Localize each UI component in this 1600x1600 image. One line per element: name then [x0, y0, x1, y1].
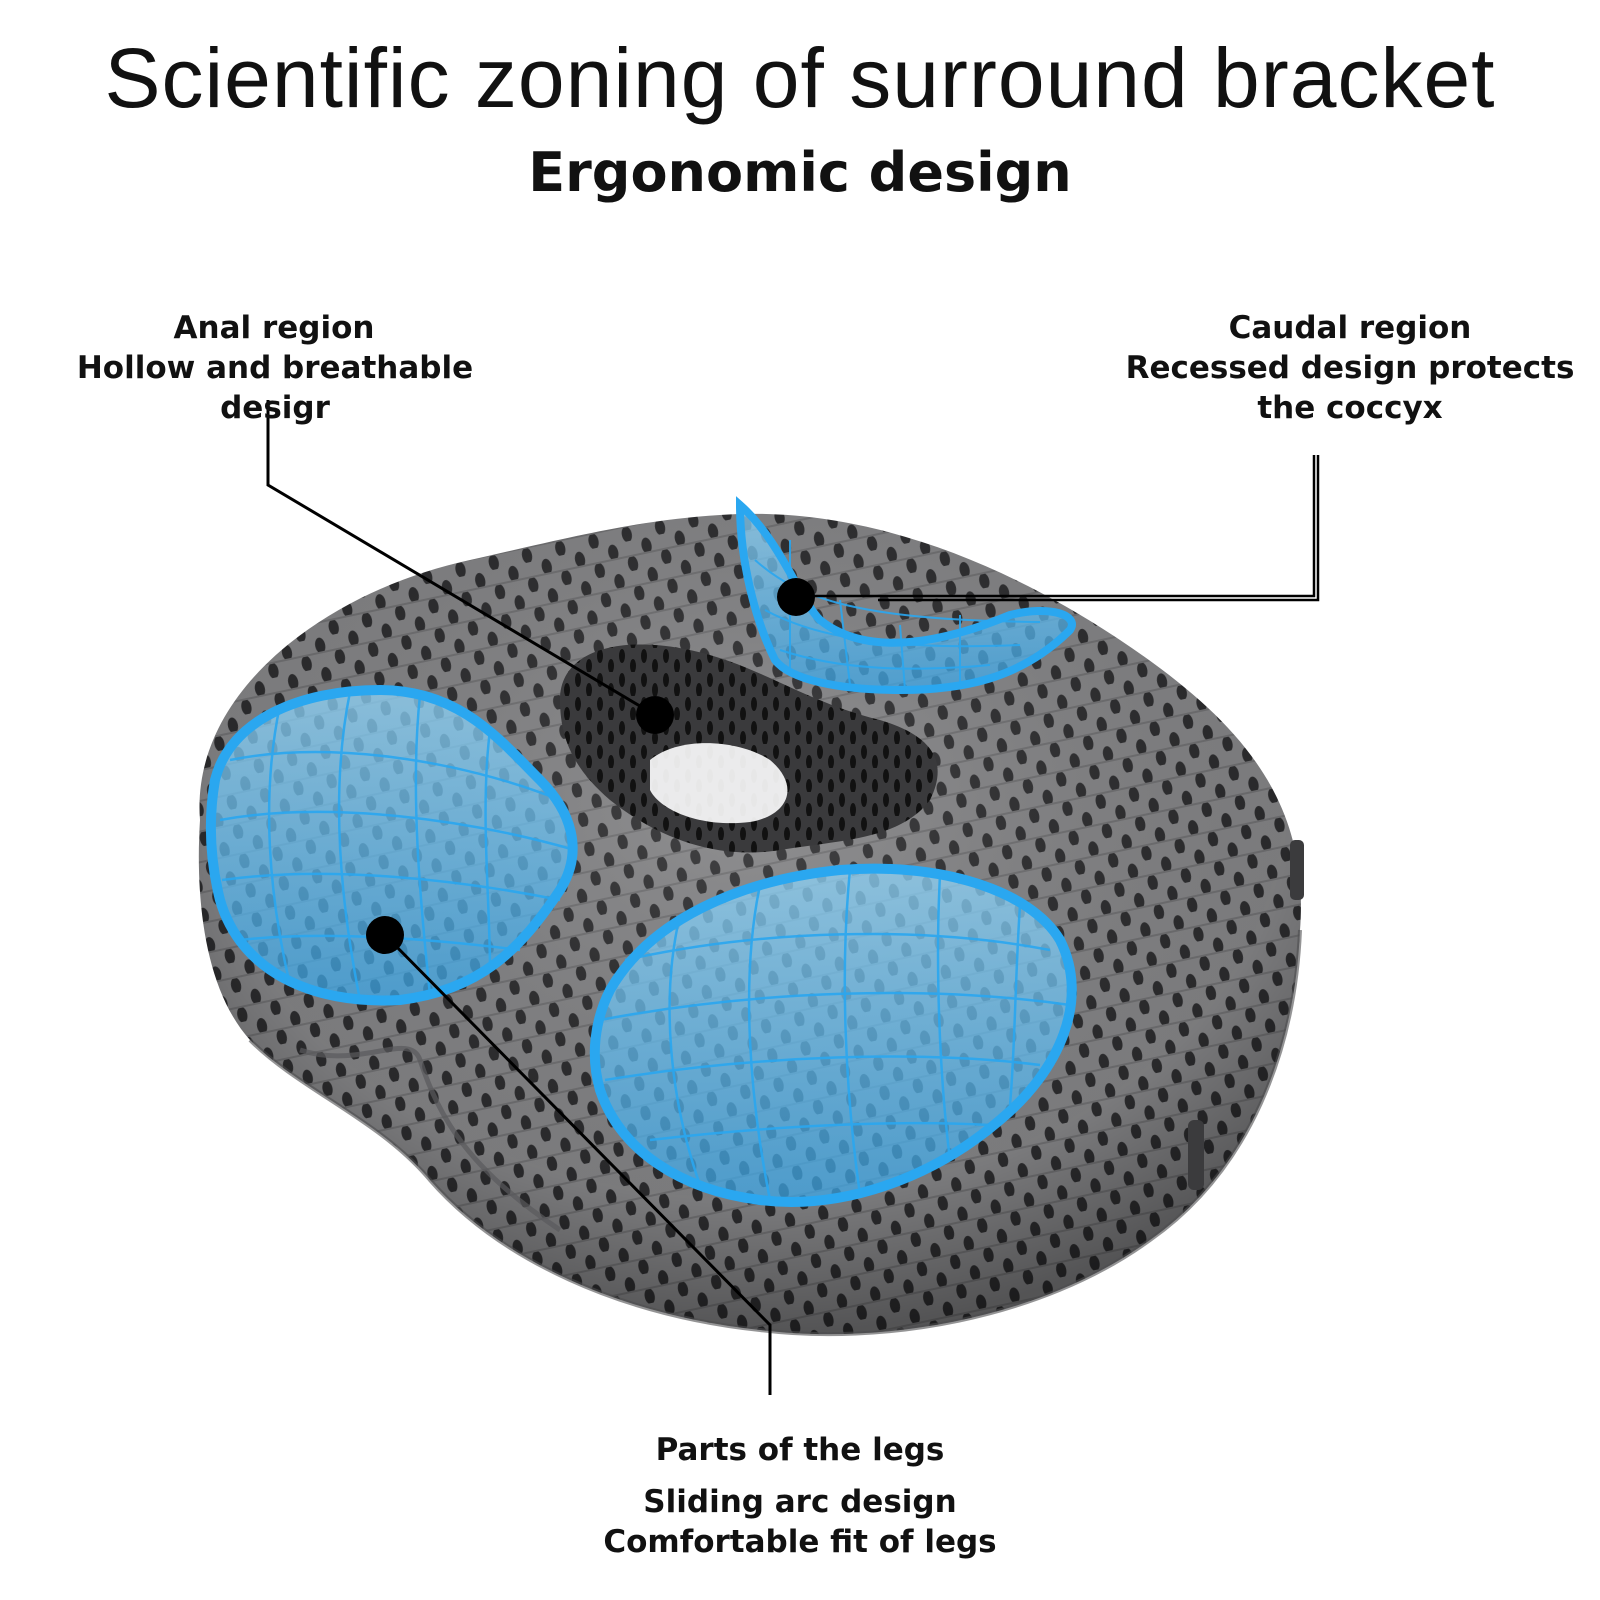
caudal-region-desc-1: Recessed design protects	[1125, 350, 1575, 386]
legs-region-desc-1: Sliding arc design	[643, 1484, 957, 1520]
page-title: Scientific zoning of surround bracket	[104, 31, 1496, 125]
legs-region-callout: Parts of the legs Sliding arc design Com…	[580, 1430, 1020, 1562]
caudal-region-title: Caudal region	[1228, 310, 1472, 346]
left-leg-zone	[205, 684, 578, 1006]
page-subtitle: Ergonomic design	[528, 141, 1072, 204]
anal-region-title: Anal region	[173, 310, 375, 346]
right-leg-zone	[589, 863, 1077, 1207]
caudal-callout-dot	[777, 578, 815, 616]
legs-region-desc-2: Comfortable fit of legs	[603, 1524, 997, 1560]
caudal-leader-line	[878, 455, 1320, 602]
legs-leader-line	[383, 933, 772, 1395]
leader-lines	[266, 400, 1320, 1395]
legs-callout-dot	[366, 916, 404, 954]
anal-callout-dot	[636, 696, 674, 734]
caudal-leader-line-2	[800, 455, 1316, 598]
caudal-region-desc-2: the coccyx	[1257, 390, 1443, 426]
anal-region-desc: Hollow and breathable desigr	[76, 350, 474, 426]
caudal-region-callout: Caudal region Recessed design protects t…	[1120, 308, 1580, 428]
anal-leader-line	[266, 400, 656, 717]
legs-region-title: Parts of the legs	[655, 1432, 945, 1468]
anal-region-callout: Anal region Hollow and breathable desigr	[20, 308, 530, 428]
